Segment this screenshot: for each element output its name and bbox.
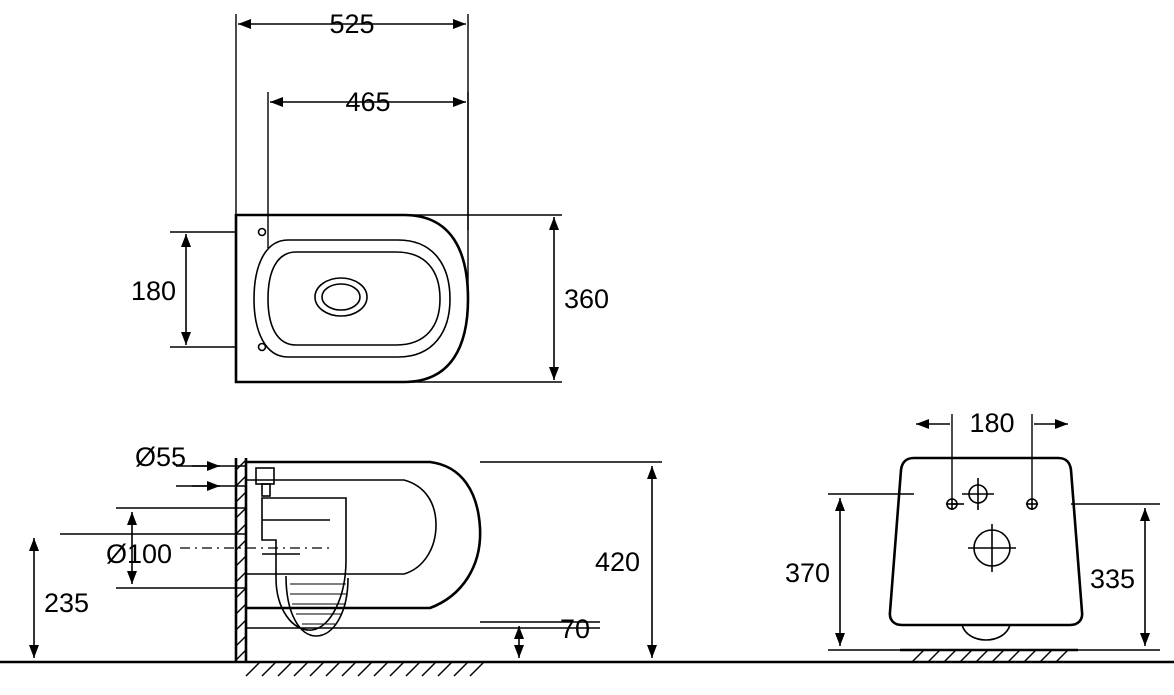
top-view-group: 525 465 180 360	[131, 9, 609, 384]
dim-360: 360	[549, 217, 609, 380]
dim-235: 235	[29, 538, 89, 658]
dim-label-70: 70	[560, 614, 590, 644]
dim-label-370: 370	[785, 558, 830, 588]
dim-180-front: 180	[916, 408, 1068, 438]
dim-label-525: 525	[329, 9, 374, 39]
dim-label-465: 465	[345, 87, 390, 117]
dim-diameter-100: Ø100	[106, 512, 172, 584]
dim-label-diameter-55: Ø55	[135, 442, 186, 472]
dim-diameter-55: Ø55	[135, 442, 220, 491]
dim-label-420: 420	[595, 547, 640, 577]
side-view-group: Ø55 Ø100 235 420 70	[0, 442, 1174, 677]
dim-525: 525	[238, 9, 466, 39]
dim-label-diameter-100: Ø100	[106, 539, 172, 569]
dim-370: 370	[785, 498, 845, 646]
front-view-group: 180 370 335	[785, 408, 1160, 663]
dim-420: 420	[595, 466, 657, 658]
dim-465: 465	[270, 87, 466, 117]
dim-335: 335	[1090, 508, 1150, 646]
dim-label-235: 235	[44, 588, 89, 618]
dim-label-180-top: 180	[131, 276, 176, 306]
dim-label-335: 335	[1090, 564, 1135, 594]
dim-70: 70	[514, 614, 590, 658]
dim-label-180-front: 180	[969, 408, 1014, 438]
dim-label-360: 360	[564, 284, 609, 314]
dim-180-top: 180	[131, 234, 191, 345]
